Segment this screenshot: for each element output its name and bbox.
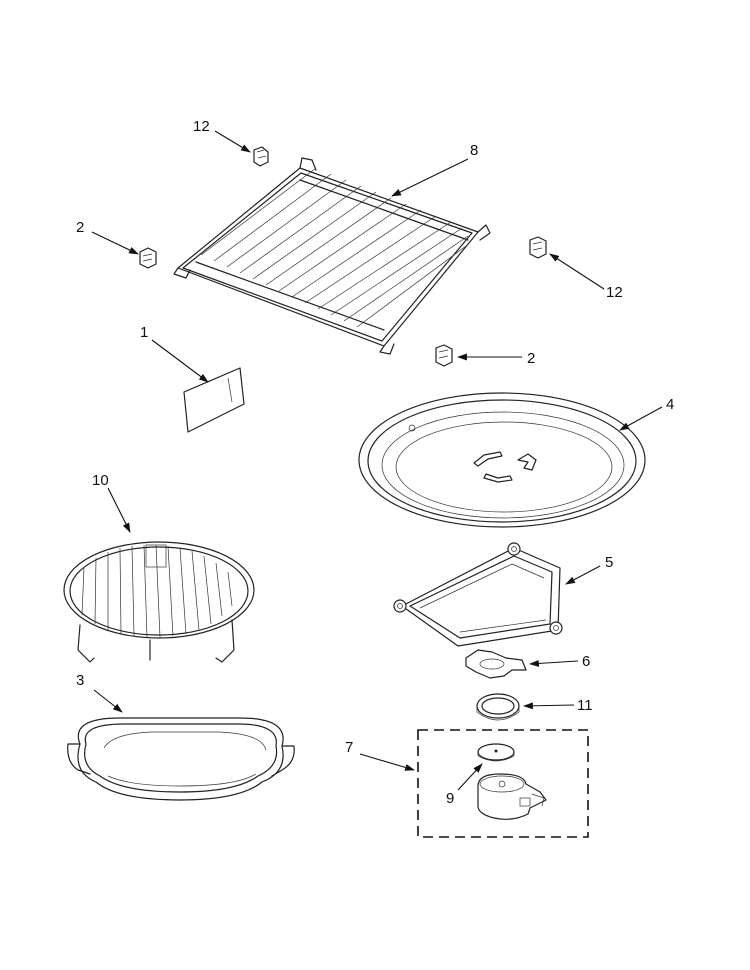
leader-10: [107, 487, 131, 533]
leader-4: [619, 406, 663, 431]
callout-10: 10: [92, 472, 109, 489]
callout-5: 5: [605, 554, 613, 571]
part-1-plate[interactable]: [183, 367, 245, 433]
leader-9: [457, 763, 483, 791]
callout-4: 4: [666, 396, 674, 413]
part-3-oval-pan[interactable]: [67, 717, 295, 801]
part-12-clip-right[interactable]: [529, 236, 547, 259]
callout-8: 8: [470, 142, 478, 159]
leader-8: [391, 158, 469, 197]
turntable-motor-body: [477, 773, 547, 820]
callout-6: 6: [582, 653, 590, 670]
callout-1: 1: [140, 324, 148, 341]
part-6-coupler[interactable]: [465, 649, 527, 679]
leader-3: [93, 689, 123, 713]
part-10-high-rack[interactable]: [63, 541, 255, 663]
part-7-motor-assembly[interactable]: [417, 729, 589, 838]
callout-9: 9: [446, 790, 454, 807]
part-5-roller-ring[interactable]: [393, 542, 563, 647]
callout-7: 7: [345, 739, 353, 756]
leader-6: [529, 659, 579, 667]
leader-11: [523, 702, 575, 710]
leader-2-left: [91, 231, 139, 255]
leader-1: [151, 339, 209, 383]
leader-5: [565, 565, 601, 585]
callout-2-right: 2: [527, 350, 535, 367]
part-4-turntable-tray[interactable]: [358, 392, 646, 528]
callout-3: 3: [76, 672, 84, 689]
leader-12-right: [549, 253, 605, 290]
part-12-clip-upper[interactable]: [253, 146, 269, 167]
leader-12-upper: [214, 130, 251, 153]
callout-12-right: 12: [606, 284, 623, 301]
leader-7: [359, 753, 415, 771]
part-2-clip-right[interactable]: [435, 344, 453, 367]
callout-11: 11: [577, 697, 593, 714]
callout-12-upper: 12: [193, 118, 210, 135]
part-9-motor-cap[interactable]: [477, 743, 515, 762]
part-11-ring-seal[interactable]: [476, 693, 520, 721]
part-2-clip-left[interactable]: [139, 247, 157, 269]
callout-2-left: 2: [76, 219, 84, 236]
part-8-wire-rack[interactable]: [173, 157, 491, 355]
